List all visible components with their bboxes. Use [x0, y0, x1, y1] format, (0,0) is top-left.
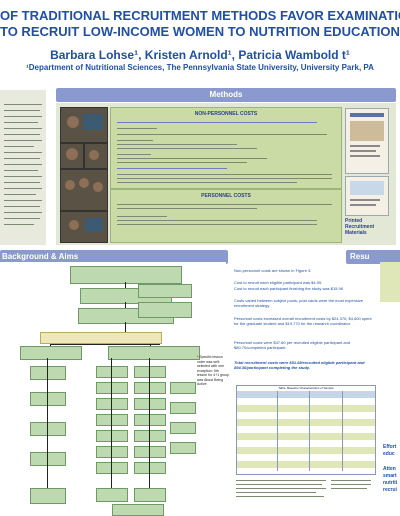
background-section-header: Background & Aims: [0, 250, 228, 264]
results-section-header: Resu: [346, 250, 400, 264]
flow-box-int-a6: [96, 446, 128, 458]
flow-box-cmp-1: [30, 366, 66, 380]
photo-group: [60, 169, 108, 211]
flow-box-cmp-4: [30, 452, 66, 466]
flow-box-total-complete: [112, 504, 164, 516]
photo-computer-lab: [60, 211, 108, 243]
baseline-characteristics-table: Table. Baseline Characteristics of Sampl…: [236, 385, 376, 475]
flow-box-int-b4: [134, 414, 166, 426]
non-personnel-costs-box: NON-PERSONNEL COSTS: [110, 107, 342, 189]
results-p4: Costs varied between subject pools; post…: [234, 298, 363, 308]
results-p2: Cost to recruit each eligible participan…: [234, 280, 323, 285]
authors: Barbara Lohse¹, Kristen Arnold¹, Patrici…: [50, 48, 350, 62]
personnel-costs-box: PERSONNEL COSTS: [110, 189, 342, 243]
flow-box-int-a5: [96, 430, 128, 442]
flow-box-int-a2: [96, 382, 128, 394]
right-panel-bottom: [380, 440, 400, 516]
flow-box-intervention: [108, 346, 200, 360]
flow-box-int-c3: [170, 422, 196, 434]
references-block: [236, 478, 374, 508]
flow-box-int-b7: [134, 462, 166, 474]
flow-box-int-a1: [96, 366, 128, 378]
recruitment-postcard-image: [345, 176, 389, 216]
right-panel-top: [380, 262, 400, 302]
methods-panel: NON-PERSONNEL COSTS PERSONNEL COSTS: [56, 103, 396, 245]
results-p1: Non-personnel costs are shown in Figure …: [234, 268, 312, 273]
flow-box-int-a7: [96, 462, 128, 474]
methods-section-header: Methods: [56, 88, 396, 102]
flow-box-int-c2: [170, 402, 196, 414]
non-personnel-costs-heading: NON-PERSONNEL COSTS: [194, 111, 258, 117]
flow-box-cmp-complete: [30, 488, 66, 504]
printed-materials-label: Printed Recruitment Materials: [345, 218, 375, 236]
lesson-order-note: * Specific lesson order was self-selecte…: [197, 355, 230, 386]
table-title: Table. Baseline Characteristics of Sampl…: [278, 386, 334, 390]
affiliation: ¹Department of Nutritional Sciences, The…: [26, 63, 374, 72]
personnel-costs-heading: PERSONNEL COSTS: [201, 193, 251, 199]
flow-box-int-a4: [96, 414, 128, 426]
right-text-1: Effort educ: [383, 444, 397, 457]
recruitment-flowchart: [0, 262, 226, 516]
flow-box-int-c1: [170, 382, 196, 394]
flow-box-baseline: [40, 332, 162, 344]
poster-title-line1: OF TRADITIONAL RECRUITMENT METHODS FAVOR…: [0, 8, 400, 23]
right-text-2: Atten smart nutriti recrui: [383, 466, 398, 493]
flow-box-int-complete-b: [134, 488, 166, 502]
flow-box-int-b5: [134, 430, 166, 442]
results-p6: Personnel costs were $47.60 per recruite…: [234, 340, 351, 350]
flow-box-int-b3: [134, 398, 166, 410]
flow-box-cmp-3: [30, 422, 66, 436]
flow-box-int-b6: [134, 446, 166, 458]
flow-box-int-b1: [134, 366, 166, 378]
photo-computer-user: [60, 107, 108, 143]
poster-title-line2: TO RECRUIT LOW-INCOME WOMEN TO NUTRITION…: [0, 24, 400, 39]
flow-box-comparison: [20, 346, 82, 360]
photo-woman: [60, 143, 84, 169]
results-p5: Personnel costs increased overall recrui…: [234, 316, 372, 326]
abstract-panel: [0, 90, 46, 245]
flow-box-cmp-2: [30, 392, 66, 406]
flow-box-int-c4: [170, 442, 196, 454]
photo-mother-child: [84, 143, 108, 169]
flow-box-drop-out: [138, 284, 192, 298]
results-p7: Total recruitment costs were $51.69/recr…: [234, 360, 365, 370]
results-p3: Cost to recruit each participant finishi…: [234, 286, 343, 291]
flow-box-int-a3: [96, 398, 128, 410]
recruitment-flyer-image: [345, 108, 389, 174]
flow-box-int-b2: [134, 382, 166, 394]
flow-box-int-complete-a: [96, 488, 128, 502]
flow-box-reach: [70, 266, 182, 284]
flow-box-ineligible: [138, 302, 192, 318]
